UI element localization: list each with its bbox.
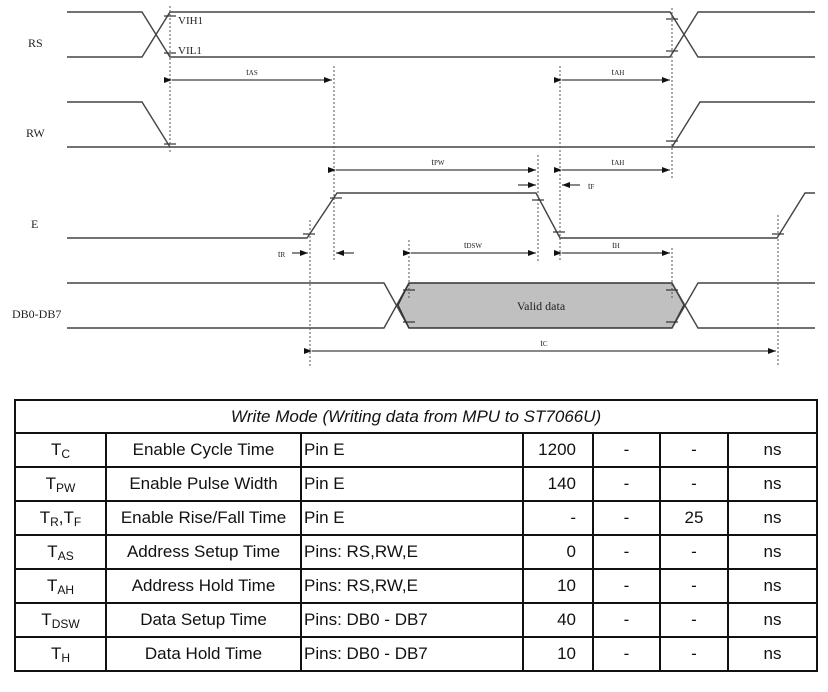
vil-label: VIL1 [178,45,202,57]
rs-waveform [67,11,815,58]
max-cell: - [659,602,729,638]
condition-cell: Pins: RS,RW,E [300,534,524,570]
unit-cell: ns [726,602,819,638]
symbol-cell: TC [14,432,107,468]
condition-cell: Pins: DB0 - DB7 [300,602,524,638]
description-cell: Enable Pulse Width [105,466,302,502]
unit-cell: ns [726,466,819,502]
valid-data-label: Valid data [517,299,566,313]
description-cell: Address Setup Time [105,534,302,570]
symbol-subscript: AH [57,582,75,597]
symbol-base: T [41,609,52,629]
symbol-base: T [47,541,58,561]
unit-cell: ns [726,636,819,672]
tr-label: tR [278,249,286,259]
symbol-base: T [50,643,62,663]
write-mode-timing-table: Write Mode (Writing data from MPU to ST7… [13,399,819,672]
symbol-cell: TAS [14,534,107,570]
min-cell: 1200 [522,432,594,468]
tc-label: tC [540,338,548,348]
tas-label: tAS [246,67,258,77]
symbol-subscript: AS [57,548,74,563]
unit-cell: ns [726,568,819,604]
signal-label-rs: RS [28,36,43,50]
min-cell: 40 [522,602,594,638]
min-cell: 10 [522,636,594,672]
description-cell: Data Hold Time [105,636,302,672]
description-cell: Enable Cycle Time [105,432,302,468]
min-cell: 140 [522,466,594,502]
description-cell: Address Hold Time [105,568,302,604]
rw-waveform [67,101,815,148]
unit-cell: ns [726,432,819,468]
timing-diagram: RS RW E DB0-DB7 VIH1 VIL1 [12,6,815,366]
symbol-subscript: DSW [51,616,80,631]
tf-label: tF [588,181,595,191]
symbol-cell: TDSW [14,602,107,638]
typ-cell: - [592,432,661,468]
e-waveform [67,192,815,239]
min-cell: 10 [522,568,594,604]
symbol-base: T [45,473,57,493]
tah-e-label: tAH [612,157,625,167]
table-title: Write Mode (Writing data from MPU to ST7… [13,399,819,434]
symbol-subscript: H [61,650,71,665]
max-cell: - [659,432,729,468]
condition-cell: Pin E [300,466,524,502]
description-cell: Enable Rise/Fall Time [105,500,302,536]
vih-label: VIH1 [178,15,203,27]
symbol-subscript: R [50,514,59,529]
table-title-row: Write Mode (Writing data from MPU to ST7… [13,399,819,434]
tpw-label: tPW [431,157,444,167]
timing-arrows [164,77,776,354]
tah-rs-label: tAH [612,67,625,77]
th-label: tH [612,240,620,250]
condition-cell: Pin E [300,432,524,468]
unit-cell: ns [726,534,819,570]
symbol-separator: , [58,507,64,527]
symbol-base: T [50,439,62,459]
symbol-cell: TR,TF [14,500,107,536]
typ-cell: - [592,534,661,570]
condition-cell: Pins: RS,RW,E [300,568,524,604]
symbol-cell: TAH [14,568,107,604]
symbol-subscript: F [73,514,82,529]
max-cell: - [659,534,729,570]
typ-cell: - [592,500,661,536]
min-cell: - [522,500,594,536]
max-cell: - [659,636,729,672]
symbol-cell: TPW [14,466,107,502]
signal-label-rw: RW [26,126,45,140]
typ-cell: - [592,466,661,502]
signal-label-e: E [31,217,38,231]
symbol-base: T [63,507,74,527]
symbol-base: T [39,507,51,527]
symbol-subscript: PW [56,480,76,495]
symbol-base: T [46,575,58,595]
db-waveform [67,282,815,329]
typ-cell: - [592,568,661,604]
signal-label-db: DB0-DB7 [12,307,61,321]
max-cell: 25 [659,500,729,536]
max-cell: - [659,466,729,502]
description-cell: Data Setup Time [105,602,302,638]
condition-cell: Pins: DB0 - DB7 [300,636,524,672]
symbol-subscript: C [61,446,71,461]
tdsw-label: tDSW [464,240,482,250]
condition-cell: Pin E [300,500,524,536]
min-cell: 0 [522,534,594,570]
symbol-cell: TH [14,636,107,672]
typ-cell: - [592,602,661,638]
max-cell: - [659,568,729,604]
unit-cell: ns [726,500,819,536]
typ-cell: - [592,636,661,672]
